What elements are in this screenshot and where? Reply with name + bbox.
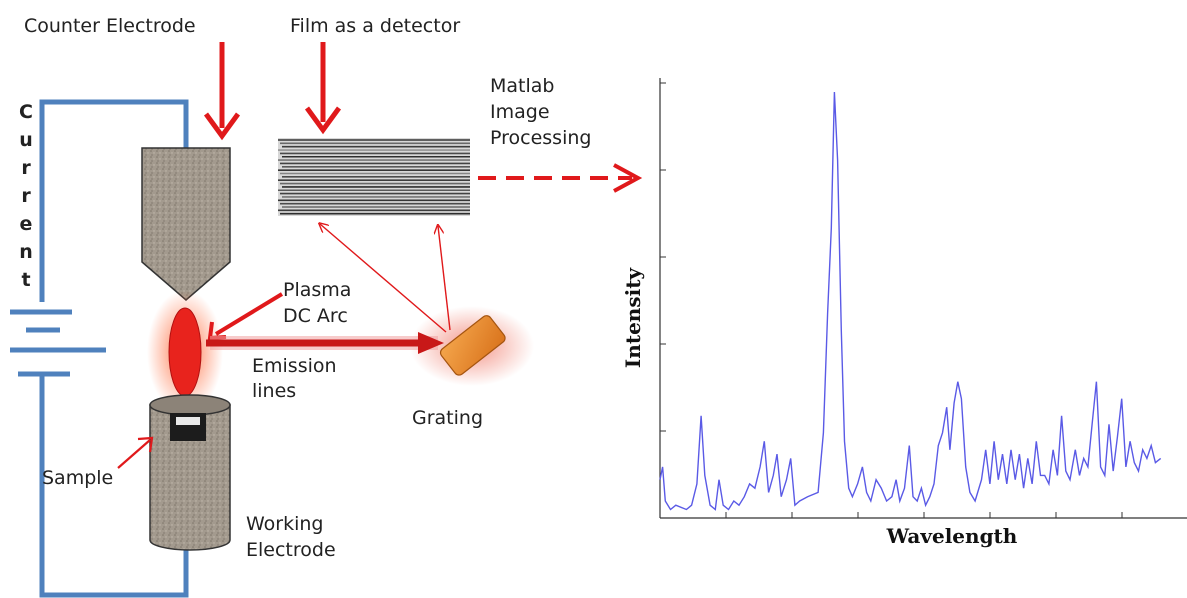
working-electrode-label-line2: Electrode [246, 539, 336, 561]
plasma-arrow [214, 292, 284, 336]
current-letter: r [21, 185, 31, 207]
current-letter: C [19, 101, 33, 123]
y-axis-label: Intensity [621, 267, 645, 368]
working-electrode-label-line1: Working [246, 513, 324, 535]
sample-label: Sample [42, 467, 113, 489]
current-letter: r [21, 157, 31, 179]
circuit-wires [10, 99, 189, 598]
plasma-label-line1: Plasma [283, 279, 351, 301]
matlab-label-line2: Image [490, 101, 550, 123]
emission-label-line1: Emission [252, 355, 337, 377]
matlab-label-line1: Matlab [490, 75, 554, 97]
grating-label: Grating [412, 407, 483, 429]
emission-beam [206, 332, 444, 354]
current-letter: n [19, 241, 33, 263]
current-letter: t [21, 269, 30, 291]
spectrum-chart: Wavelength Intensity [621, 78, 1187, 548]
plasma-label-line2: DC Arc [283, 305, 348, 327]
current-letter: u [19, 129, 33, 151]
spectrum-series-line [659, 91, 1162, 511]
circuit-wire-bottom [39, 374, 189, 598]
counter-electrode-label: Counter Electrode [24, 15, 196, 37]
sample-arrow [117, 439, 151, 469]
diffraction-arrow-left [320, 224, 447, 333]
film-strip [278, 138, 470, 216]
diffraction-arrow-right [438, 226, 451, 331]
chart-ticks [660, 82, 1123, 518]
working-electrode [149, 394, 231, 551]
film-detector-label: Film as a detector [290, 15, 460, 37]
plasma-arc [147, 290, 223, 414]
counter-electrode [141, 147, 231, 301]
chart-axes [659, 78, 1187, 519]
emission-label-line2: lines [252, 380, 296, 402]
x-axis-label: Wavelength [886, 524, 1018, 548]
grating [410, 306, 534, 386]
current-letter: e [20, 213, 33, 235]
circuit-wire-top [39, 99, 189, 302]
matlab-label-line3: Processing [490, 127, 591, 149]
